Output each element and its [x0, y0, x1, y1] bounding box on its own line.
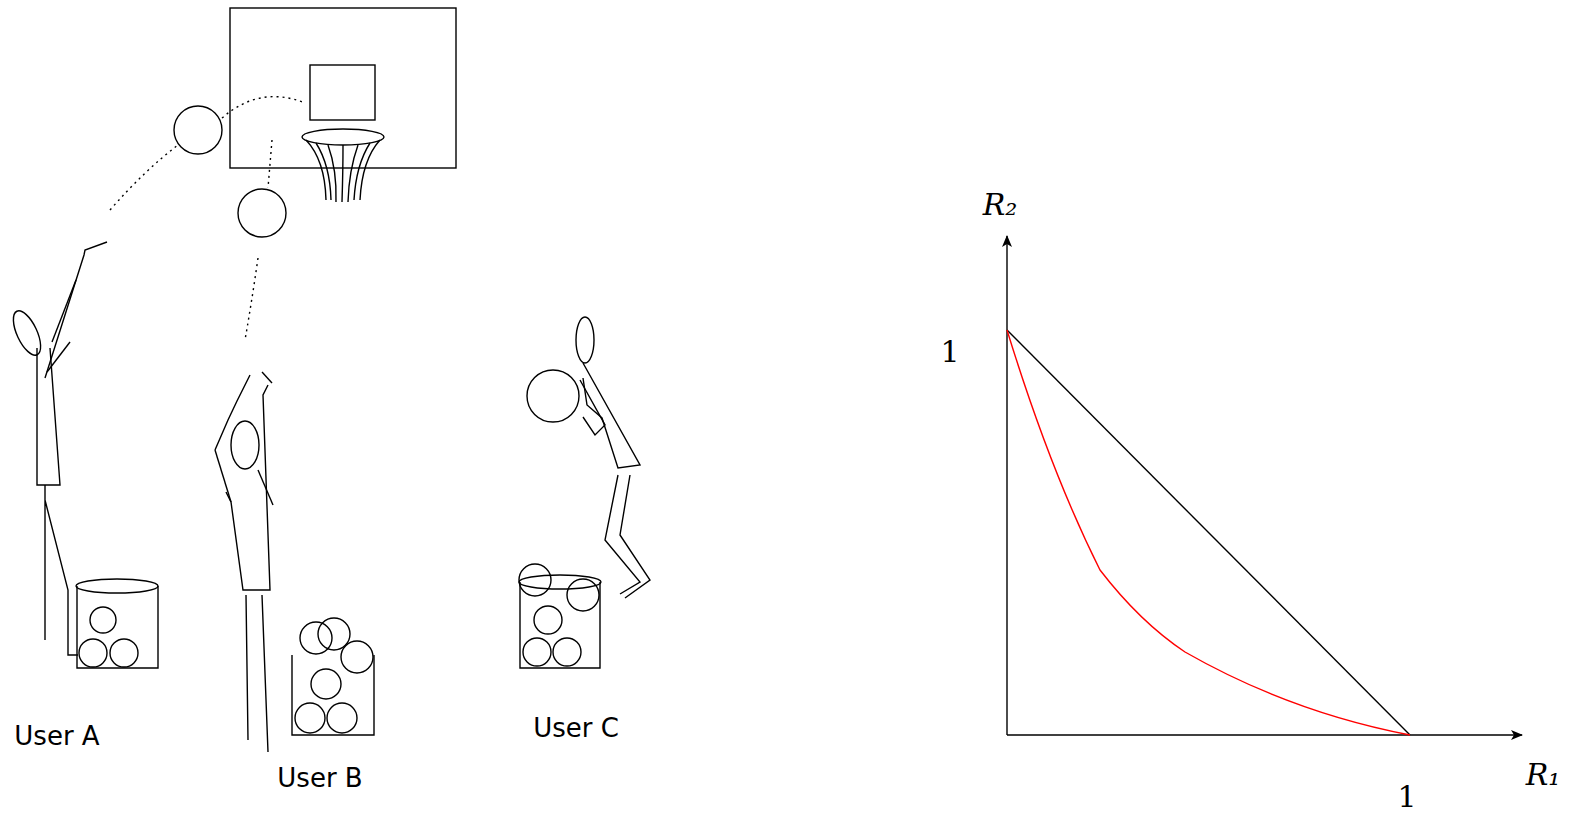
backboard [230, 8, 456, 168]
axis-label: R₂ [983, 190, 1018, 220]
hoop [302, 129, 384, 145]
red-curve [1007, 330, 1410, 735]
target-square [310, 65, 375, 120]
tick-label: 1 [940, 337, 959, 367]
user-label: User C [533, 715, 619, 741]
ball [174, 106, 222, 154]
stick-figure [215, 372, 273, 752]
ball-basket [292, 618, 374, 735]
tick-label: 1 [1397, 782, 1416, 812]
ball-basket [519, 564, 601, 668]
boundary-line [1007, 330, 1410, 735]
ball-basket [76, 579, 158, 668]
ball [238, 189, 286, 237]
axis-label: R₁ [1526, 760, 1561, 790]
net [306, 140, 380, 202]
user-label: User A [14, 723, 99, 749]
axes [1007, 236, 1522, 735]
user-label: User B [277, 765, 362, 791]
stick-figure [8, 242, 107, 655]
stick-figure [527, 317, 650, 598]
trajectory [110, 97, 305, 340]
